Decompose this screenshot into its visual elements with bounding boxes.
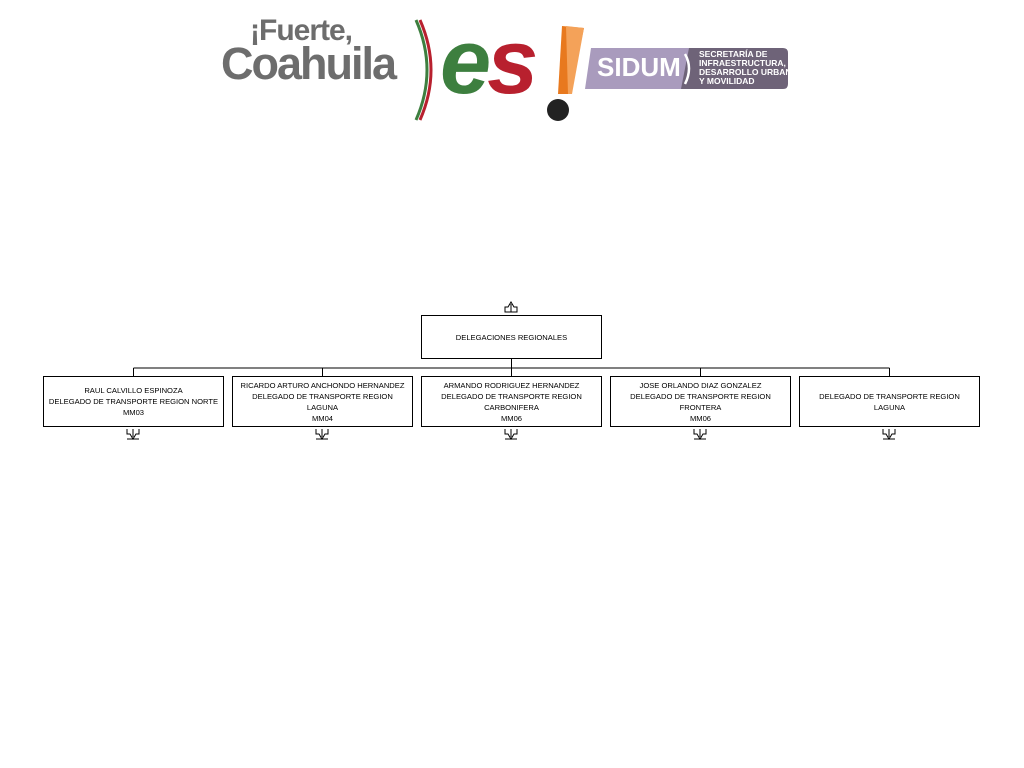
node-position-cont: CARBONIFERA bbox=[484, 402, 539, 412]
node-title: DELEGACIONES REGIONALES bbox=[455, 332, 568, 342]
sidum-name: SIDUM bbox=[597, 52, 681, 82]
node-position: DELEGADO DE TRANSPORTE REGION NORTE bbox=[48, 397, 219, 406]
node-position: DELEGADO DE TRANSPORTE REGION FRONTERA bbox=[630, 391, 771, 412]
node-code: MM06 bbox=[500, 413, 523, 423]
node-position: DELEGADO DE TRANSPORTE REGION LAGUNA bbox=[819, 391, 960, 412]
expand-down-icon[interactable] bbox=[882, 428, 896, 440]
org-node-region-laguna-2[interactable]: DELEGADO DE TRANSPORTE REGION LAGUNA bbox=[799, 376, 980, 427]
collapse-up-icon[interactable] bbox=[504, 301, 518, 313]
node-position: DELEGADO DE TRANSPORTE REGION bbox=[441, 391, 582, 401]
sidum-subtitle-line: SECRETARÍA DE bbox=[699, 49, 768, 59]
logo-es-letter: s bbox=[487, 11, 538, 113]
sidum-subtitle-line: DESARROLLO URBANO bbox=[699, 67, 799, 77]
sidum-subtitle-line: INFRAESTRUCTURA, bbox=[699, 58, 786, 68]
expand-down-icon[interactable] bbox=[504, 428, 518, 440]
sidum-subtitle: SECRETARÍA DE INFRAESTRUCTURA, DESARROLL… bbox=[699, 49, 799, 86]
org-node-region-carbonifera[interactable]: ARMANDO RODRIGUEZ HERNANDEZ DELEGADO DE … bbox=[421, 376, 602, 427]
expand-down-icon[interactable] bbox=[126, 428, 140, 440]
sidum-subtitle-line: Y MOVILIDAD bbox=[699, 76, 755, 86]
node-code: MM03 bbox=[122, 408, 145, 417]
logo-exclamation-icon bbox=[547, 26, 584, 121]
org-node-region-laguna[interactable]: RICARDO ARTURO ANCHONDO HERNANDEZ DELEGA… bbox=[232, 376, 413, 427]
org-node-region-frontera[interactable]: JOSE ORLANDO DIAZ GONZALEZ DELEGADO DE T… bbox=[610, 376, 791, 427]
logo-text-es: es bbox=[440, 16, 538, 108]
logo-tricolor-arc bbox=[414, 19, 433, 121]
logo-text-fuerte: ¡Fuerte, bbox=[250, 14, 353, 47]
sidum-badge bbox=[585, 48, 788, 89]
logo-es-text: es bbox=[440, 11, 538, 113]
node-person-name: ARMANDO RODRIGUEZ HERNANDEZ bbox=[443, 380, 580, 390]
node-person-name: RICARDO ARTURO ANCHONDO HERNANDEZ bbox=[240, 380, 405, 390]
logo-es-letter: e bbox=[440, 11, 491, 113]
node-position: DELEGADO DE TRANSPORTE REGION LAGUNA bbox=[252, 391, 393, 412]
org-node-root[interactable]: DELEGACIONES REGIONALES bbox=[421, 315, 602, 359]
node-person-name: JOSE ORLANDO DIAZ GONZALEZ bbox=[639, 380, 762, 390]
expand-down-icon[interactable] bbox=[315, 428, 329, 440]
node-code: MM06 bbox=[689, 413, 712, 423]
logo-text-coahuila: Coahuila bbox=[221, 38, 397, 89]
node-person-name: RAUL CALVILLO ESPINOZA bbox=[84, 386, 183, 395]
node-code: MM04 bbox=[311, 413, 334, 423]
expand-down-icon[interactable] bbox=[693, 428, 707, 440]
org-node-region-norte[interactable]: RAUL CALVILLO ESPINOZA DELEGADO DE TRANS… bbox=[43, 376, 224, 427]
